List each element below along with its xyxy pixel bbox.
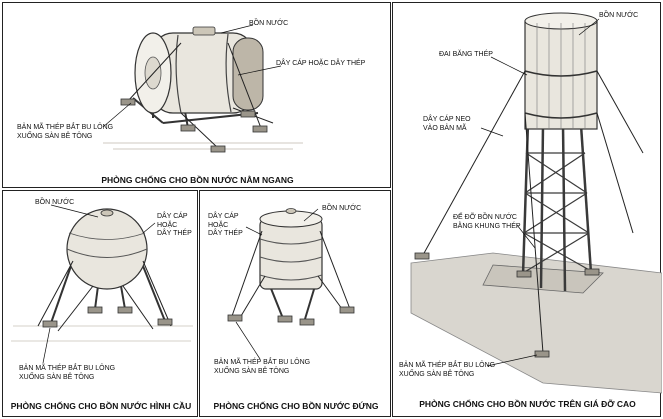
elevated-caption: PHÒNG CHỐNG CHO BỒN NƯỚC TRÊN GIÁ ĐỠ CAO xyxy=(419,399,636,409)
spherical-tank-label: BỒN NƯỚC xyxy=(35,199,75,206)
elevated-frame-label: ĐẾ ĐỠ BỒN NƯỚC BẰNG KHUNG THÉP xyxy=(453,214,521,230)
spherical-cable-label: DÂY CÁP HOẶC DÂY THÉP xyxy=(157,213,192,237)
horizontal-caption: PHÒNG CHỐNG CHO BỒN NƯỚC NẰM NGANG xyxy=(101,175,294,185)
horizontal-plate-label: BẢN MÃ THÉP BẮT BU LÔNG XUỐNG SÀN BÊ TÔN… xyxy=(17,124,114,140)
vertical-tank-illustration xyxy=(227,208,355,360)
horizontal-cable-label: DÂY CÁP HOẶC DÂY THÉP xyxy=(276,60,366,67)
spherical-tank-illustration xyxy=(11,204,193,364)
panel-elevated-tank: BỒN NƯỚC ĐAI BĂNG THÉP DÂY CÁP NEO VÀO B… xyxy=(392,2,662,417)
vertical-caption: PHÒNG CHỐNG CHO BỒN NƯỚC ĐỨNG xyxy=(213,401,379,411)
elevated-band-label: ĐAI BĂNG THÉP xyxy=(439,51,493,58)
elevated-plate-label: BẢN MÃ THÉP BẮT BU LÔNG XUỐNG SÀN BÊ TÔN… xyxy=(399,362,496,378)
spherical-plate-label: BẢN MÃ THÉP BẮT BU LÔNG XUỐNG SÀN BÊ TÔN… xyxy=(19,365,116,381)
elevated-anchor-label: DÂY CÁP NEO VÀO BẢN MÃ xyxy=(423,116,471,132)
panel-horizontal-tank: BỒN NƯỚC DÂY CÁP HOẶC DÂY THÉP BẢN MÃ TH… xyxy=(2,2,391,188)
panel-spherical-tank: BỒN NƯỚC DÂY CÁP HOẶC DÂY THÉP BẢN MÃ TH… xyxy=(2,190,198,417)
vertical-tank-label: BỒN NƯỚC xyxy=(322,205,362,212)
spherical-tank-body xyxy=(66,208,148,290)
vertical-cable-label: DÂY CÁP HOẶC DÂY THÉP xyxy=(208,213,243,237)
base-plates xyxy=(120,98,268,153)
elevated-tank-label: BỒN NƯỚC xyxy=(599,12,639,19)
spherical-caption: PHÒNG CHỐNG CHO BỒN NƯỚC HÌNH CẦU xyxy=(10,401,192,411)
panel-vertical-tank: DÂY CÁP HOẶC DÂY THÉP BỒN NƯỚC BẢN MÃ TH… xyxy=(199,190,391,417)
elevated-tank-illustration xyxy=(410,12,662,394)
horizontal-tank-illustration xyxy=(102,24,303,153)
vertical-plate-label: BẢN MÃ THÉP BẮT BU LÔNG XUỐNG SÀN BÊ TÔN… xyxy=(214,359,311,375)
horizontal-tank-label: BỒN NƯỚC xyxy=(249,20,289,27)
vertical-tank-body xyxy=(259,218,323,290)
